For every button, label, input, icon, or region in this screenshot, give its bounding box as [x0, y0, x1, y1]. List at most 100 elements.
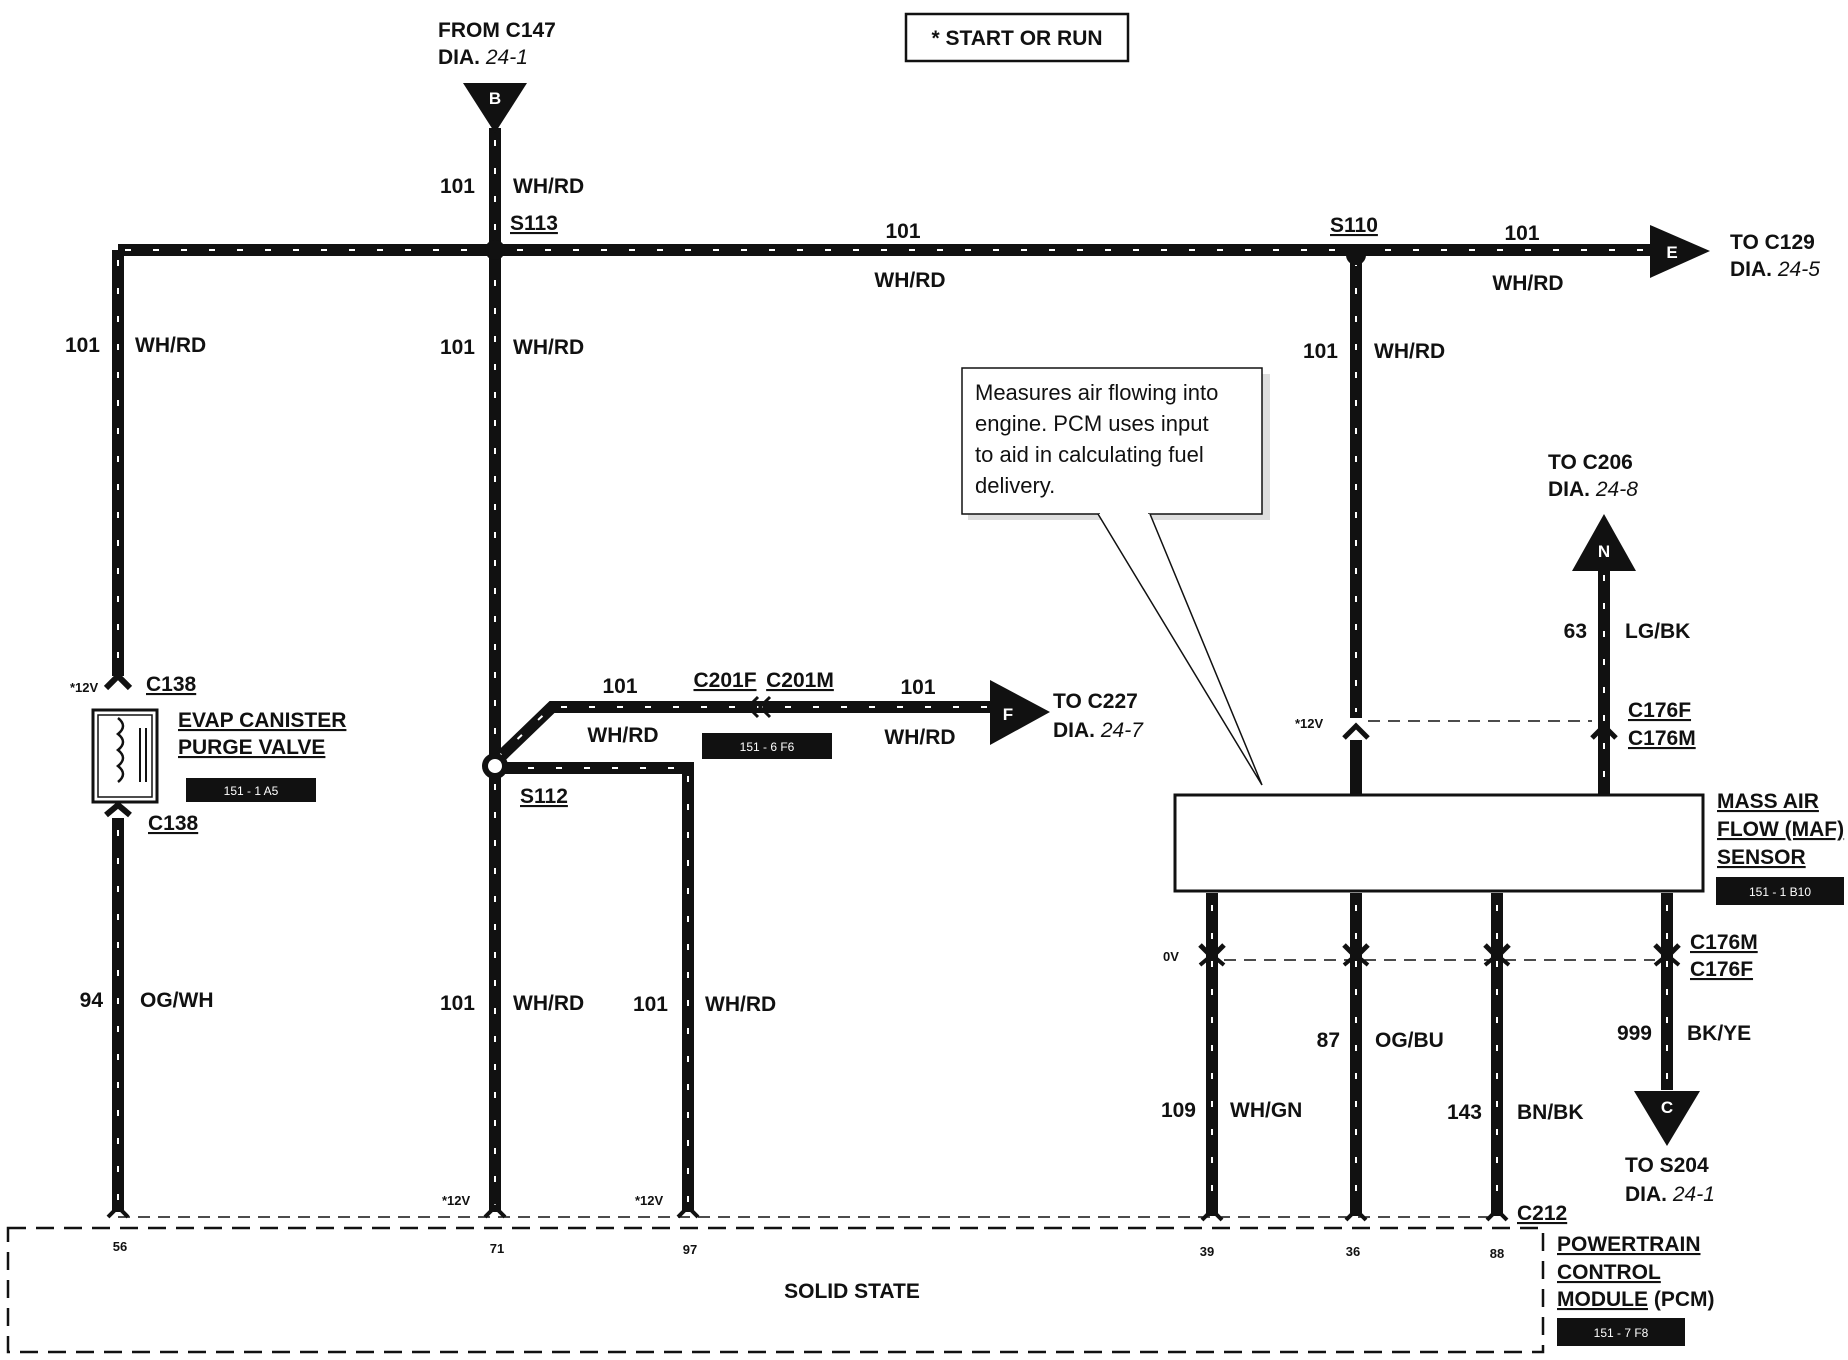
wire-color-63: LG/BK: [1625, 620, 1690, 643]
pin-56: 56: [113, 1239, 127, 1254]
wire-101-pin97: [495, 762, 694, 1212]
wire-num-999: 999: [1617, 1022, 1652, 1045]
pin-71: 71: [490, 1241, 504, 1256]
pcm-pin-terminals: [106, 1204, 1509, 1222]
c138-top-label: C138: [146, 673, 197, 696]
wire-color-bus: WH/RD: [874, 269, 945, 292]
callout-line1: Measures air flowing into: [975, 380, 1218, 405]
to-c227-dia: DIA. 24-7: [1053, 719, 1144, 742]
pin-88: 88: [1490, 1246, 1504, 1261]
to-c206-label: TO C206: [1548, 451, 1633, 474]
s112-label: S112: [520, 785, 568, 808]
maf-sensor-body: [1173, 793, 1705, 893]
to-c129-dia: DIA. 24-5: [1730, 258, 1820, 281]
pin71-voltage: *12V: [442, 1193, 471, 1208]
wire-num-63: 63: [1564, 620, 1587, 643]
pcm-name-line2: CONTROL: [1557, 1261, 1661, 1284]
c212-label: C212: [1517, 1202, 1567, 1225]
svg-text:B: B: [489, 89, 501, 108]
solenoid-coil-icon: [116, 717, 125, 783]
pin97-voltage: *12V: [635, 1193, 664, 1208]
wire-color-bus-e: WH/RD: [1492, 272, 1563, 295]
wire-num-trunk-top: 101: [440, 175, 475, 198]
evap-canister-purge-valve: [91, 671, 159, 818]
wire-color-pin97: WH/RD: [705, 993, 776, 1016]
splice-s110: [1346, 245, 1366, 265]
to-c129-label: TO C129: [1730, 231, 1815, 254]
pcm-ref-text: 151 - 7 F8: [1594, 1326, 1649, 1340]
pcm-name-line3: MODULE (PCM): [1557, 1288, 1715, 1311]
arrow-f: F: [990, 680, 1050, 745]
svg-text:C: C: [1661, 1098, 1673, 1117]
to-s204-dia: DIA. 24-1: [1625, 1183, 1715, 1206]
wire-color-f2: WH/RD: [884, 726, 955, 749]
wire-color-94: OG/WH: [140, 989, 214, 1012]
wire-num-bus-e: 101: [1504, 222, 1539, 245]
c201-connector: [745, 695, 772, 719]
from-c147-label: FROM C147: [438, 19, 556, 42]
maf-name-line2: FLOW (MAF): [1717, 818, 1844, 841]
pcm-box: [6, 1216, 1545, 1354]
pcm-ref-badge: [1557, 1318, 1685, 1346]
arrow-c: C: [1634, 1091, 1700, 1146]
c176-bottom-connector: [1198, 943, 1681, 967]
svg-text:N: N: [1598, 542, 1610, 561]
from-c147-dia: DIA. 24-1: [438, 46, 528, 69]
c201-ref-text: 151 - 6 F6: [740, 740, 795, 754]
maf-name-line3: SENSOR: [1717, 846, 1806, 869]
splice-s112: [482, 753, 508, 779]
maf-feed-voltage: *12V: [1295, 716, 1324, 731]
s110-label: S110: [1330, 214, 1378, 237]
wire-num-pin97: 101: [633, 993, 668, 1016]
wire-num-109: 109: [1161, 1099, 1196, 1122]
wire-num-94: 94: [80, 989, 104, 1012]
wire-color-pin71: WH/RD: [513, 992, 584, 1015]
wire-num-evap: 101: [65, 334, 100, 357]
to-c206-dia: DIA. 24-8: [1548, 478, 1638, 501]
wire-101-f-branch: [490, 701, 995, 767]
c138-bottom-label: C138: [148, 812, 199, 835]
wire-color-maf-feed: WH/RD: [1374, 340, 1445, 363]
wire-color-999: BK/YE: [1687, 1022, 1751, 1045]
c201f-label: C201F: [693, 669, 756, 692]
to-c227-label: TO C227: [1053, 690, 1138, 713]
maf-signal-voltage: 0V: [1163, 949, 1179, 964]
wire-num-f2: 101: [900, 676, 935, 699]
wire-color-87: OG/BU: [1375, 1029, 1444, 1052]
c176f-top-label: C176F: [1628, 699, 1691, 722]
c176m-top-label: C176M: [1628, 727, 1696, 750]
s113-label: S113: [510, 212, 558, 235]
pin-97: 97: [683, 1242, 697, 1257]
wire-color-143: BN/BK: [1517, 1101, 1584, 1124]
c201m-label: C201M: [766, 669, 834, 692]
wire-color-trunk-top: WH/RD: [513, 175, 584, 198]
callout-line2: engine. PCM uses input: [975, 411, 1209, 436]
wire-color-trunk-mid: WH/RD: [513, 336, 584, 359]
splice-s113: [485, 240, 505, 260]
evap-ref-text: 151 - 1 A5: [224, 784, 279, 798]
pin-36: 36: [1346, 1244, 1360, 1259]
evap-name-line1: EVAP CANISTER: [178, 709, 346, 732]
wire-num-87: 87: [1317, 1029, 1340, 1052]
to-s204-label: TO S204: [1625, 1154, 1709, 1177]
evap-ref-badge: [186, 778, 316, 802]
wire-num-trunk-mid: 101: [440, 336, 475, 359]
wire-num-maf-feed: 101: [1303, 340, 1338, 363]
wire-color-109: WH/GN: [1230, 1099, 1302, 1122]
maf-name-line1: MASS AIR: [1717, 790, 1819, 813]
c176f-bottom-label: C176F: [1690, 958, 1753, 981]
wire-harness: [112, 128, 1673, 1216]
pin-39: 39: [1200, 1244, 1214, 1259]
maf-callout: Measures air flowing into engine. PCM us…: [961, 367, 1270, 786]
start-or-run-text: * START OR RUN: [931, 27, 1102, 50]
wire-num-pin71: 101: [440, 992, 475, 1015]
arrow-e: E: [1650, 225, 1710, 278]
pcm-body-text: SOLID STATE: [784, 1280, 920, 1303]
arrow-n: N: [1572, 514, 1636, 571]
wire-num-bus: 101: [885, 220, 920, 243]
svg-text:F: F: [1003, 705, 1013, 724]
pcm-name-line1: POWERTRAIN: [1557, 1233, 1701, 1256]
svg-text:E: E: [1666, 243, 1677, 262]
wire-num-f1: 101: [602, 675, 637, 698]
